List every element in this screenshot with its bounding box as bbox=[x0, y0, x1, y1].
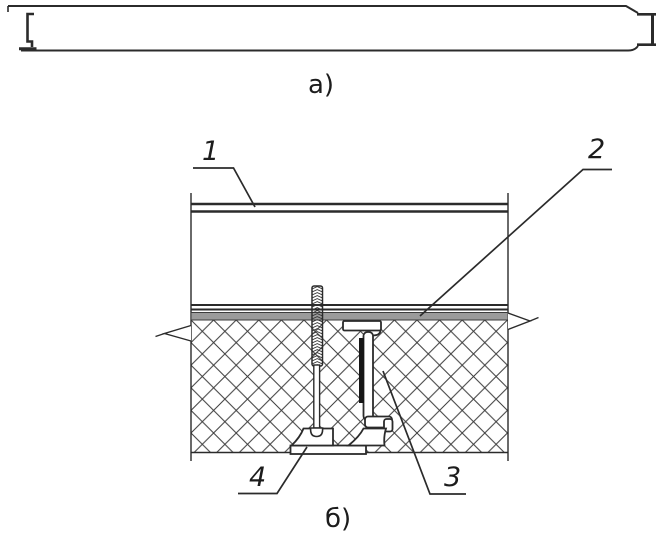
leader-2 bbox=[419, 168, 612, 317]
callout-2-label: 2 bbox=[588, 134, 606, 165]
screw-threaded-shaft bbox=[311, 285, 324, 367]
left-break-arrow-icon bbox=[162, 324, 192, 342]
break-arrows bbox=[155, 312, 539, 342]
gasket-strip bbox=[190, 312, 509, 321]
panel-section-a bbox=[7, 5, 656, 52]
leader-lines bbox=[193, 167, 612, 495]
base-plate bbox=[289, 444, 367, 455]
bracket-top-flange bbox=[342, 320, 382, 332]
leader-4 bbox=[238, 446, 308, 495]
callout-3-label: 3 bbox=[444, 462, 462, 493]
panel-bottom-skin-line bbox=[21, 45, 639, 52]
right-break-arrow-icon bbox=[507, 312, 532, 331]
part-a-label: а) bbox=[308, 70, 335, 100]
callout-1-label: 1 bbox=[202, 136, 220, 167]
screw-shank bbox=[313, 364, 321, 429]
screw bbox=[309, 285, 324, 438]
bracket-web bbox=[362, 331, 374, 421]
bracket-profile bbox=[342, 320, 394, 433]
left-break-arrow-tail bbox=[155, 332, 165, 338]
leader-1 bbox=[193, 167, 256, 208]
fastening-detail-b bbox=[155, 167, 612, 495]
callout-4-label: 4 bbox=[249, 462, 267, 493]
part-b-label: б) bbox=[325, 504, 352, 534]
panel-top-skin-line bbox=[8, 5, 639, 14]
leader-3 bbox=[382, 370, 466, 495]
panel-left-end-profile bbox=[26, 12, 34, 47]
screw-tip bbox=[309, 427, 324, 438]
right-break-arrow-tail bbox=[529, 316, 539, 322]
insulation-hatch bbox=[191, 320, 508, 453]
bracket-thermal-gasket-strip bbox=[359, 338, 364, 403]
base-right-wing bbox=[345, 427, 388, 447]
